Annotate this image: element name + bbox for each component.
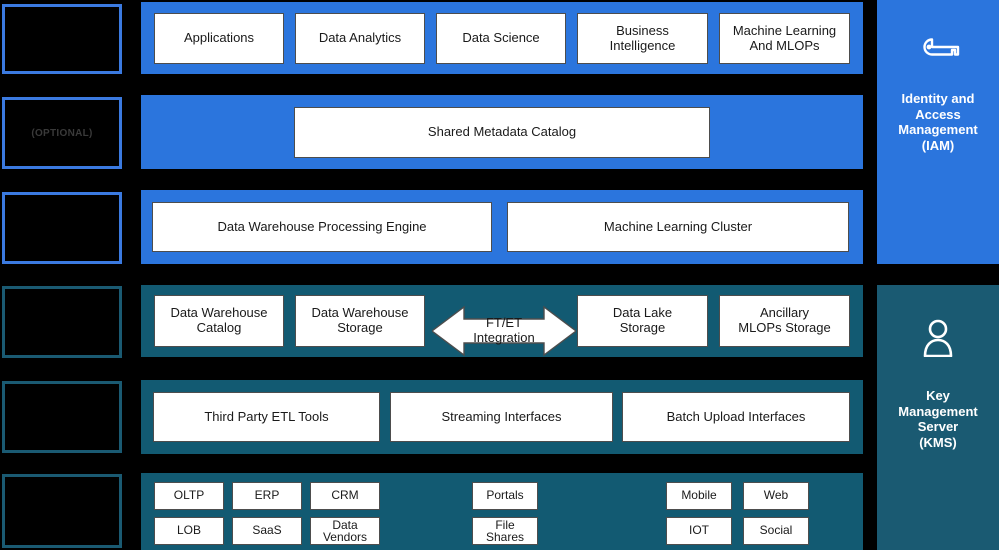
box-dw-processing-engine[interactable]: Data Warehouse Processing Engine: [152, 202, 492, 252]
layer-metadata-catalog: Shared Metadata Catalog: [141, 95, 863, 169]
box-crm[interactable]: CRM: [310, 482, 380, 510]
box-data-lake-storage-label: Data Lake Storage: [612, 305, 673, 335]
box-applications-label: Applications: [183, 30, 255, 46]
box-portals[interactable]: Portals: [472, 482, 538, 510]
box-erp-label: ERP: [254, 488, 280, 503]
box-web-label: Web: [763, 488, 789, 503]
box-data-analytics[interactable]: Data Analytics: [295, 13, 425, 64]
box-ml-cluster-label: Machine Learning Cluster: [603, 218, 753, 234]
left-layer-label-6: [2, 474, 122, 548]
box-saas[interactable]: SaaS: [232, 517, 302, 545]
box-social-label: Social: [759, 523, 793, 538]
left-layer-label-2: (OPTIONAL): [2, 97, 122, 169]
box-third-party-etl-tools-label: Third Party ETL Tools: [204, 408, 329, 424]
sidebar-panel-iam[interactable]: Identity and Access Management (IAM): [877, 0, 999, 264]
box-mobile-label: Mobile: [681, 488, 717, 503]
box-data-science-label: Data Science: [462, 30, 540, 46]
sidebar-panel-kms[interactable]: Key Management Server (KMS): [877, 285, 999, 550]
box-data-vendors[interactable]: Data Vendors: [310, 517, 380, 545]
layer-processing: Data Warehouse Processing Engine Machine…: [141, 190, 863, 264]
box-dw-catalog-label: Data Warehouse Catalog: [170, 305, 268, 335]
box-streaming-interfaces[interactable]: Streaming Interfaces: [390, 392, 613, 442]
box-dw-storage[interactable]: Data Warehouse Storage: [295, 295, 425, 347]
box-crm-label: CRM: [331, 488, 359, 503]
box-business-intelligence[interactable]: Business Intelligence: [577, 13, 708, 64]
box-ancillary-mlops-storage-label: Ancillary MLOPs Storage: [738, 305, 831, 335]
layer-ingestion: Third Party ETL Tools Streaming Interfac…: [141, 380, 863, 454]
box-iot-label: IOT: [689, 523, 709, 538]
box-iot[interactable]: IOT: [666, 517, 732, 545]
layer-storage: Data Warehouse Catalog Data Warehouse St…: [141, 285, 863, 357]
box-streaming-interfaces-label: Streaming Interfaces: [441, 408, 562, 424]
box-ftet-integration[interactable]: FT/ET Integration: [432, 305, 576, 357]
box-dw-storage-label: Data Warehouse Storage: [311, 305, 409, 335]
left-layer-label-5: [2, 381, 122, 453]
box-web[interactable]: Web: [743, 482, 809, 510]
box-social[interactable]: Social: [743, 517, 809, 545]
box-shared-metadata-catalog-label: Shared Metadata Catalog: [427, 124, 577, 140]
box-saas-label: SaaS: [252, 523, 282, 538]
sidebar-panel-iam-title: Identity and Access Management (IAM): [898, 91, 978, 153]
box-batch-upload-interfaces-label: Batch Upload Interfaces: [666, 408, 806, 424]
box-data-science[interactable]: Data Science: [436, 13, 566, 64]
user-icon: [921, 319, 955, 362]
box-ftet-integration-label: FT/ET Integration: [473, 315, 535, 345]
box-batch-upload-interfaces[interactable]: Batch Upload Interfaces: [622, 392, 850, 442]
box-lob[interactable]: LOB: [154, 517, 224, 545]
box-oltp[interactable]: OLTP: [154, 482, 224, 510]
left-layer-label-3: [2, 192, 122, 264]
box-third-party-etl-tools[interactable]: Third Party ETL Tools: [153, 392, 380, 442]
box-lob-label: LOB: [176, 523, 201, 538]
box-data-analytics-label: Data Analytics: [318, 30, 402, 46]
box-machine-learning-mlops-label: Machine Learning And MLOPs: [732, 22, 837, 53]
box-oltp-label: OLTP: [173, 488, 205, 503]
box-applications[interactable]: Applications: [154, 13, 284, 64]
sidebar-panel-kms-title: Key Management Server (KMS): [898, 388, 978, 450]
left-layer-label-1: [2, 4, 122, 74]
box-ml-cluster[interactable]: Machine Learning Cluster: [507, 202, 849, 252]
box-business-intelligence-label: Business Intelligence: [609, 22, 676, 53]
box-file-shares[interactable]: File Shares: [472, 517, 538, 545]
left-layer-label-2-text: (OPTIONAL): [31, 127, 93, 139]
box-file-shares-label: File Shares: [485, 518, 525, 544]
box-data-lake-storage[interactable]: Data Lake Storage: [577, 295, 708, 347]
box-shared-metadata-catalog[interactable]: Shared Metadata Catalog: [294, 107, 710, 158]
layer-sources: OLTP ERP CRM LOB SaaS Data Vendors Porta…: [141, 473, 863, 550]
box-mobile[interactable]: Mobile: [666, 482, 732, 510]
box-data-vendors-label: Data Vendors: [322, 518, 368, 544]
layer-consumption: Applications Data Analytics Data Science…: [141, 2, 863, 74]
box-portals-label: Portals: [486, 488, 524, 503]
box-erp[interactable]: ERP: [232, 482, 302, 510]
left-layer-label-4: [2, 286, 122, 358]
double-arrow-icon: [432, 305, 576, 357]
box-dw-processing-engine-label: Data Warehouse Processing Engine: [217, 218, 427, 234]
box-machine-learning-mlops[interactable]: Machine Learning And MLOPs: [719, 13, 850, 64]
key-icon: [916, 34, 960, 65]
box-dw-catalog[interactable]: Data Warehouse Catalog: [154, 295, 284, 347]
box-ancillary-mlops-storage[interactable]: Ancillary MLOPs Storage: [719, 295, 850, 347]
